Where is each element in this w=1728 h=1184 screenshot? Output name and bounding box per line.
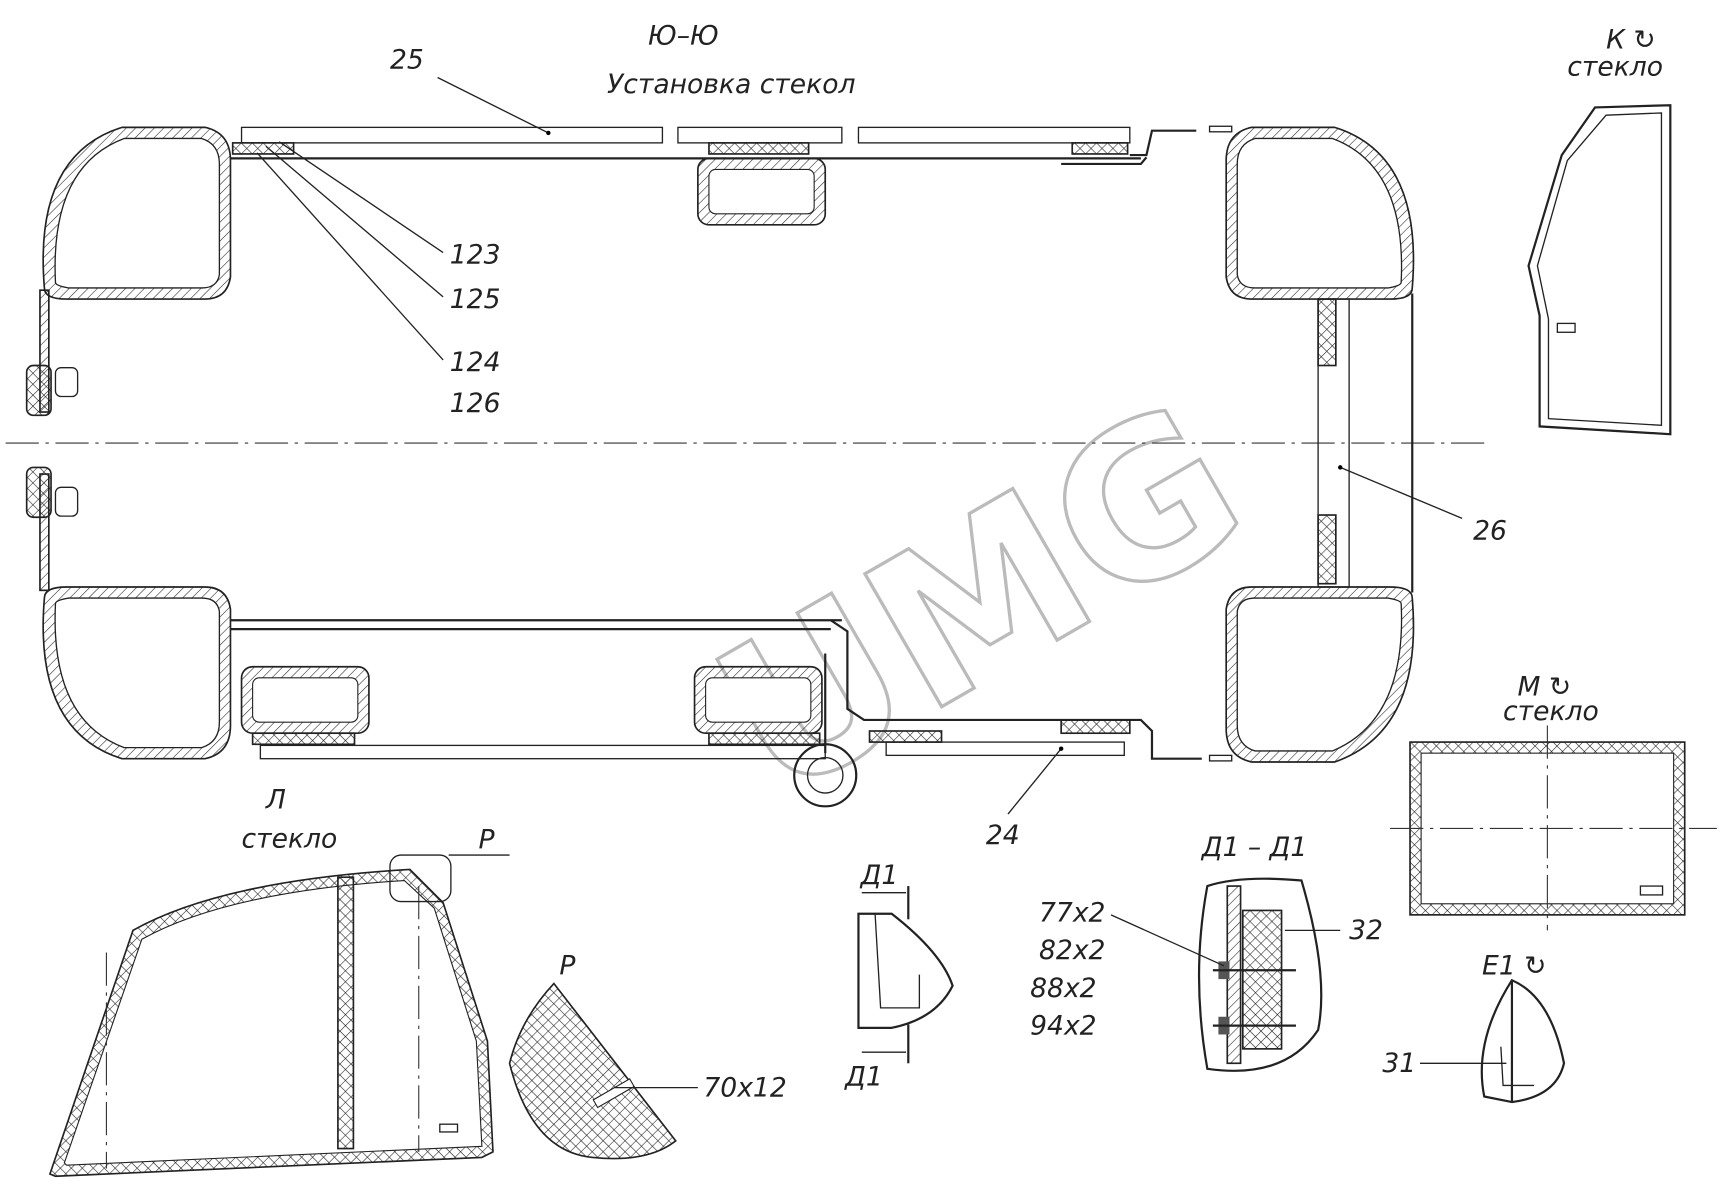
d1-section-title: Д1 – Д1 bbox=[1201, 832, 1308, 863]
section-d1-d1: Д1 – Д1 77х2 82х2 88х2 94х2 32 bbox=[1030, 832, 1383, 1072]
view-l-title: Л bbox=[265, 785, 286, 816]
section-d1-view: Д1 Д1 bbox=[844, 860, 954, 1092]
left-door-seal bbox=[25, 289, 79, 592]
bottom-glass-row bbox=[230, 619, 1233, 808]
fastener-82x2: 82х2 bbox=[1039, 935, 1105, 966]
view-k-label: стекло bbox=[1567, 51, 1663, 82]
detail-mark-p: Р bbox=[479, 824, 495, 855]
callout-24: 24 bbox=[986, 820, 1020, 851]
corner-pillar-bottom-right bbox=[1225, 586, 1415, 763]
callout-32: 32 bbox=[1349, 915, 1383, 946]
section-title: Ю–Ю bbox=[648, 20, 719, 51]
callout-123: 123 bbox=[450, 240, 501, 271]
fastener-94x2: 94х2 bbox=[1030, 1010, 1096, 1041]
view-m-label: стекло bbox=[1503, 696, 1599, 727]
detail-p-size: 70х12 bbox=[703, 1073, 786, 1104]
d1-mark-bottom: Д1 bbox=[844, 1061, 883, 1092]
corner-pillar-top-left bbox=[42, 126, 232, 300]
view-l-glass: Л стекло Р bbox=[48, 785, 510, 1178]
view-k-title: К ↻ bbox=[1606, 25, 1656, 56]
corner-pillar-top-right bbox=[1225, 126, 1415, 300]
callout-25: 25 bbox=[390, 45, 424, 76]
section-subtitle: Установка стекол bbox=[607, 69, 855, 100]
callout-124: 124 bbox=[450, 347, 501, 378]
view-m-title: М ↻ bbox=[1517, 672, 1571, 703]
view-e1: Е1 ↻ 31 bbox=[1382, 951, 1566, 1104]
watermark: UMG bbox=[679, 356, 1280, 845]
fastener-77x2: 77х2 bbox=[1039, 898, 1105, 929]
rear-glass bbox=[1317, 293, 1414, 593]
view-l-label: стекло bbox=[242, 823, 338, 854]
corner-pillar-bottom-left bbox=[42, 586, 232, 760]
callout-126: 126 bbox=[450, 388, 501, 419]
callout-26: 26 bbox=[1473, 515, 1507, 546]
leader-lines bbox=[256, 76, 1463, 815]
top-glass-row bbox=[230, 125, 1233, 226]
detail-p-title: Р bbox=[559, 951, 575, 982]
view-e1-title: Е1 ↻ bbox=[1482, 951, 1546, 982]
callout-31: 31 bbox=[1382, 1048, 1416, 1079]
fastener-88x2: 88х2 bbox=[1030, 973, 1096, 1004]
d1-mark-top: Д1 bbox=[860, 860, 899, 891]
view-m-glass: М ↻ стекло bbox=[1390, 672, 1717, 931]
view-k-glass: К ↻ стекло bbox=[1527, 25, 1672, 436]
callout-125: 125 bbox=[450, 284, 501, 315]
detail-p: Р 70х12 bbox=[508, 951, 787, 1160]
